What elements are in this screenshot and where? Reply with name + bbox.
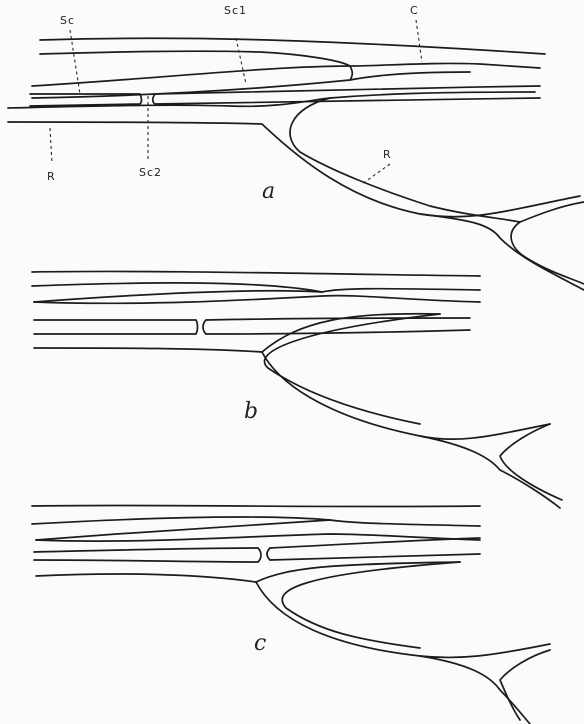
panel-b-veins <box>32 271 562 508</box>
label-c: C <box>410 4 419 17</box>
label-sc1: Sc1 <box>224 4 247 17</box>
panel-c: c <box>32 505 550 724</box>
label-sc2: Sc2 <box>139 166 162 179</box>
label-sc: Sc <box>60 14 75 27</box>
panel-a: Sc Sc1 C R Sc2 R a <box>8 4 584 290</box>
panel-b-letter: b <box>244 399 258 424</box>
panel-b: b <box>32 271 562 508</box>
label-r-right: R <box>383 148 392 161</box>
panel-a-veins <box>8 38 584 290</box>
panel-c-veins <box>32 505 550 724</box>
panel-c-letter: c <box>254 631 266 656</box>
label-r-left: R <box>47 170 56 183</box>
panel-a-letter: a <box>262 179 275 204</box>
